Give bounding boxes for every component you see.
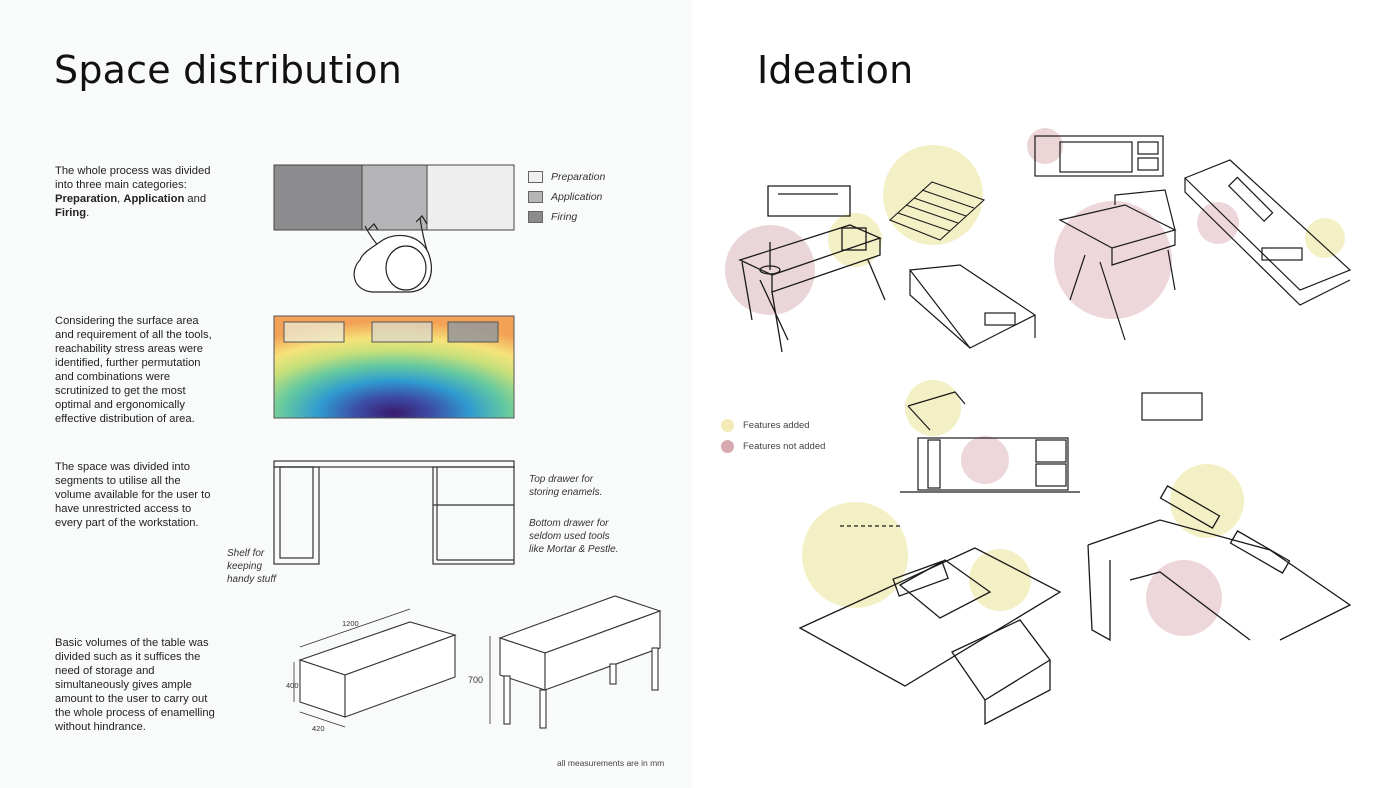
legend-label: Preparation — [551, 171, 605, 183]
intro-paragraph: The whole process was divided into three… — [55, 164, 215, 220]
segments-paragraph: The space was divided into segments to u… — [55, 460, 215, 530]
category-firing: Firing — [55, 207, 86, 219]
intro-end: . — [86, 207, 89, 219]
category-preparation: Preparation — [55, 193, 117, 205]
features-not-added-dot — [721, 440, 734, 453]
legend-item-application: Application — [528, 190, 602, 204]
dim-depth: 420 — [312, 724, 325, 733]
space-distribution-title: Space distribution — [54, 48, 402, 92]
legend-item-preparation: Preparation — [528, 170, 605, 184]
category-application: Application — [123, 193, 184, 205]
swatch-preparation — [528, 171, 543, 183]
features-added-legend: Features added — [721, 419, 810, 432]
dim-height: 400 — [286, 681, 299, 690]
legend-label: Application — [551, 191, 602, 203]
swatch-firing — [528, 211, 543, 223]
legend-item-firing: Firing — [528, 210, 577, 224]
swatch-application — [528, 191, 543, 203]
bottom-drawer-note: Bottom drawer for seldom used tools like… — [529, 517, 621, 556]
volumes-paragraph: Basic volumes of the table was divided s… — [55, 636, 215, 734]
legend-label: Firing — [551, 211, 577, 223]
features-added-dot — [721, 419, 734, 432]
features-added-label: Features added — [743, 420, 810, 431]
intro-sep-2: and — [184, 193, 206, 205]
heatmap-paragraph: Considering the surface area and require… — [55, 314, 215, 426]
ideation-title: Ideation — [757, 48, 913, 92]
top-drawer-note: Top drawer for storing enamels. — [529, 473, 619, 499]
dim-table-height: 700 — [468, 675, 483, 685]
features-not-added-legend: Features not added — [721, 440, 825, 453]
dim-length: 1200 — [342, 619, 359, 628]
intro-text: The whole process was divided into three… — [55, 165, 210, 191]
shelf-note: Shelf for keeping handy stuff — [227, 547, 277, 586]
measurement-footnote: all measurements are in mm — [557, 758, 664, 768]
features-not-added-label: Features not added — [743, 441, 825, 452]
ideation-panel — [692, 0, 1400, 788]
